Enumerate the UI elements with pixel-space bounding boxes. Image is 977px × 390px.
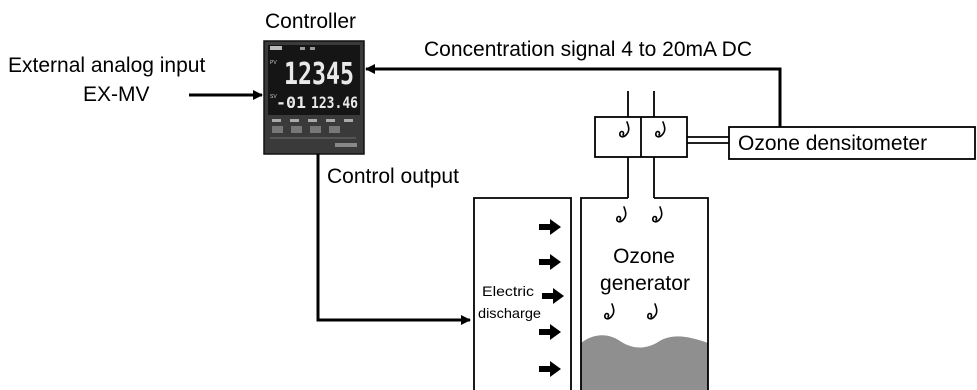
pv-display: 12345 bbox=[284, 57, 354, 92]
controller: PV SV 12345 -01 123.46 bbox=[263, 40, 365, 155]
control-output-line bbox=[316, 154, 471, 325]
controller-key-3 bbox=[310, 126, 321, 133]
concentration-signal-label: Concentration signal 4 to 20mA DC bbox=[424, 38, 752, 61]
ozone-densitometer-label: Ozone densitometer bbox=[738, 132, 927, 155]
ozone-swirl-icon bbox=[616, 206, 627, 223]
ozone-swirl-icon bbox=[652, 206, 663, 223]
sv-display: 123.46 bbox=[311, 93, 358, 112]
controller-key-1 bbox=[272, 126, 283, 133]
discharge-label: discharge bbox=[478, 305, 541, 321]
control-output-label: Control output bbox=[327, 165, 459, 188]
ozone-swirl-icon bbox=[647, 303, 658, 320]
svg-text:PV: PV bbox=[270, 60, 277, 66]
ozone-label: Ozone bbox=[613, 245, 675, 268]
electric-label: Electric bbox=[482, 283, 534, 299]
electric-discharge-box bbox=[473, 197, 572, 390]
ozone-generator-liquid bbox=[581, 335, 708, 390]
concentration-signal-line bbox=[365, 64, 782, 127]
generator-label: generator bbox=[600, 272, 690, 295]
svg-text:SV: SV bbox=[270, 94, 277, 100]
controller-key-2 bbox=[291, 126, 302, 133]
controller-key-4 bbox=[329, 126, 340, 133]
ozone-swirl-icon bbox=[604, 303, 615, 320]
ex-mv-label: EX-MV bbox=[83, 83, 150, 106]
controller-title: Controller bbox=[265, 10, 356, 33]
sv-prefix-display: -01 bbox=[276, 93, 306, 112]
ozone-generator-box bbox=[580, 197, 628, 390]
external-input-label: External analog input bbox=[8, 54, 205, 77]
